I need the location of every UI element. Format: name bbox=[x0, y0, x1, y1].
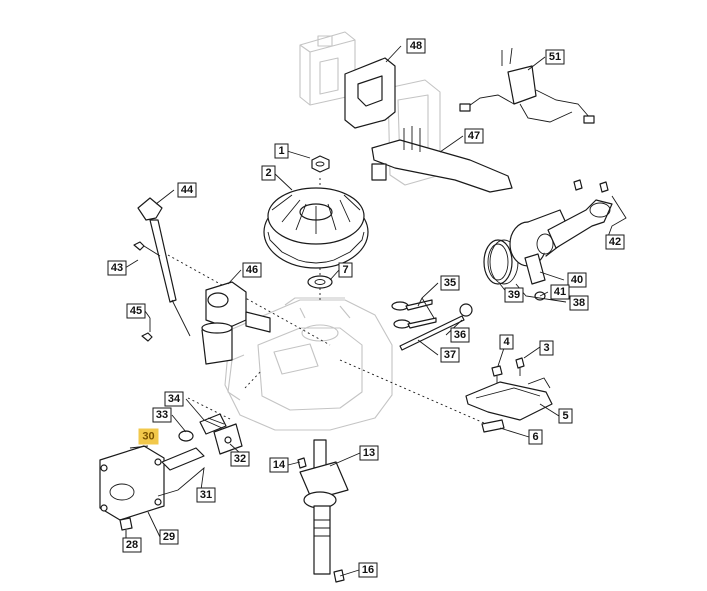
engine-block-outline bbox=[224, 297, 393, 431]
svg-text:28: 28 bbox=[126, 539, 138, 551]
rocker-plate-part bbox=[213, 423, 243, 455]
svg-text:46: 46 bbox=[246, 264, 258, 276]
washer-part bbox=[307, 275, 333, 289]
callout-39[interactable]: 39 bbox=[504, 287, 524, 303]
svg-text:31: 31 bbox=[200, 489, 212, 501]
callout-6[interactable]: 6 bbox=[528, 429, 543, 445]
callout-33[interactable]: 33 bbox=[152, 407, 172, 423]
woodruff-key-part bbox=[297, 457, 307, 469]
callout-32[interactable]: 32 bbox=[230, 451, 250, 467]
screw-3-part bbox=[515, 357, 525, 376]
callout-48[interactable]: 48 bbox=[406, 38, 426, 54]
svg-text:38: 38 bbox=[573, 297, 585, 309]
piston-pin-part bbox=[524, 253, 546, 285]
svg-text:48: 48 bbox=[410, 40, 422, 52]
callout-44[interactable]: 44 bbox=[177, 182, 197, 198]
callout-16[interactable]: 16 bbox=[358, 562, 378, 578]
svg-text:36: 36 bbox=[454, 329, 466, 341]
svg-text:44: 44 bbox=[181, 184, 194, 196]
callout-42[interactable]: 42 bbox=[605, 234, 625, 250]
svg-text:41: 41 bbox=[554, 286, 566, 298]
callout-40[interactable]: 40 bbox=[567, 272, 587, 288]
callout-46[interactable]: 46 bbox=[242, 262, 262, 278]
callout-43[interactable]: 43 bbox=[107, 260, 127, 276]
svg-text:29: 29 bbox=[163, 531, 175, 543]
callout-35[interactable]: 35 bbox=[440, 275, 460, 291]
flywheel-part bbox=[263, 187, 369, 269]
callout-5[interactable]: 5 bbox=[558, 408, 573, 424]
bracket-part bbox=[344, 57, 396, 129]
svg-text:1: 1 bbox=[278, 145, 284, 157]
governor-bracket-part bbox=[465, 377, 553, 421]
callout-29[interactable]: 29 bbox=[159, 529, 179, 545]
svg-text:7: 7 bbox=[342, 264, 348, 276]
callout-47[interactable]: 47 bbox=[464, 128, 484, 144]
callout-4[interactable]: 4 bbox=[499, 334, 514, 350]
svg-text:5: 5 bbox=[562, 410, 568, 422]
callout-3[interactable]: 3 bbox=[539, 340, 554, 356]
callout-45[interactable]: 45 bbox=[126, 303, 146, 319]
svg-text:2: 2 bbox=[265, 167, 271, 179]
callout-38[interactable]: 38 bbox=[569, 295, 589, 311]
valves-part bbox=[391, 299, 473, 351]
svg-text:6: 6 bbox=[532, 431, 538, 443]
spring-6-part bbox=[481, 419, 505, 433]
leader-lines bbox=[124, 45, 627, 577]
svg-text:32: 32 bbox=[234, 453, 246, 465]
callout-13[interactable]: 13 bbox=[359, 445, 379, 461]
svg-text:40: 40 bbox=[571, 274, 583, 286]
wiring-harness-part bbox=[459, 47, 595, 124]
callout-2[interactable]: 2 bbox=[261, 165, 276, 181]
wire-bracket-part bbox=[371, 126, 513, 193]
svg-text:45: 45 bbox=[130, 305, 142, 317]
svg-text:39: 39 bbox=[508, 289, 520, 301]
svg-text:14: 14 bbox=[273, 459, 286, 471]
callout-7[interactable]: 7 bbox=[338, 262, 353, 278]
svg-text:34: 34 bbox=[168, 393, 181, 405]
callout-41[interactable]: 41 bbox=[550, 284, 570, 300]
svg-text:42: 42 bbox=[609, 236, 621, 248]
svg-text:47: 47 bbox=[468, 130, 480, 142]
crank-key-16-part bbox=[333, 569, 345, 583]
rocker-arm-part bbox=[161, 430, 205, 471]
svg-text:33: 33 bbox=[156, 409, 168, 421]
flywheel-nut-part bbox=[311, 155, 330, 173]
svg-text:16: 16 bbox=[362, 564, 374, 576]
callout-34[interactable]: 34 bbox=[164, 391, 184, 407]
svg-text:3: 3 bbox=[543, 342, 549, 354]
crankshaft-part bbox=[299, 439, 349, 575]
bolt-43-part bbox=[133, 241, 161, 257]
connecting-rod-part bbox=[547, 179, 613, 249]
rocker-cover-part bbox=[99, 445, 165, 521]
callout-31[interactable]: 31 bbox=[196, 487, 216, 503]
screw-4-part bbox=[491, 365, 503, 384]
rocker-spring-part bbox=[199, 413, 227, 435]
svg-text:4: 4 bbox=[503, 336, 510, 348]
svg-text:13: 13 bbox=[363, 447, 375, 459]
svg-text:35: 35 bbox=[444, 277, 456, 289]
callout-30[interactable]: 30 bbox=[138, 428, 159, 445]
callout-36[interactable]: 36 bbox=[450, 327, 470, 343]
callout-37[interactable]: 37 bbox=[440, 347, 460, 363]
svg-text:30: 30 bbox=[142, 431, 154, 443]
bolt-45-part bbox=[141, 318, 153, 342]
piston-rings-part bbox=[483, 239, 519, 285]
callout-28[interactable]: 28 bbox=[122, 537, 142, 553]
svg-text:37: 37 bbox=[444, 349, 456, 361]
callout-51[interactable]: 51 bbox=[545, 49, 565, 65]
dipstick-part bbox=[137, 197, 191, 337]
carburetor-part bbox=[201, 281, 271, 365]
callout-1[interactable]: 1 bbox=[274, 143, 289, 159]
svg-text:51: 51 bbox=[549, 51, 561, 63]
svg-text:43: 43 bbox=[111, 262, 123, 274]
callout-14[interactable]: 14 bbox=[269, 457, 289, 473]
